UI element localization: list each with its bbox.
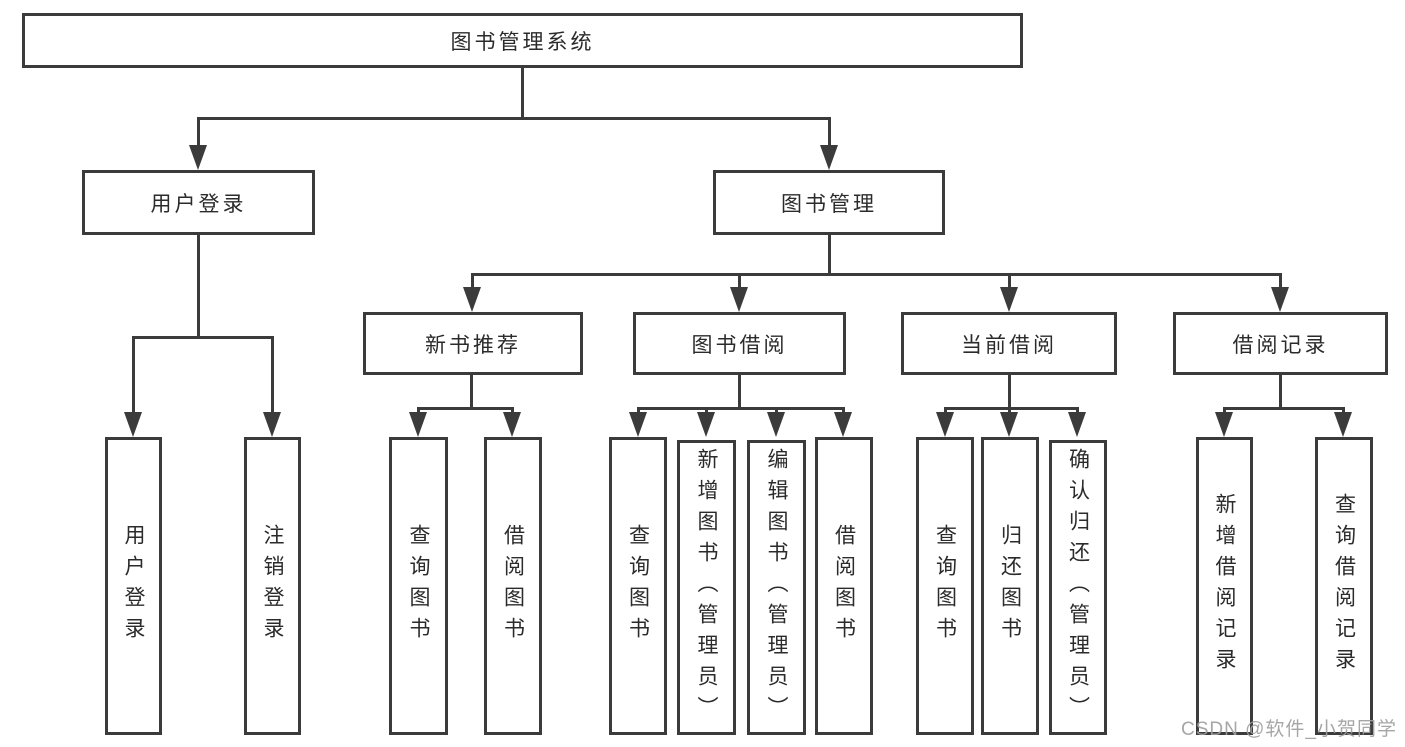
arrow-down-icon bbox=[629, 412, 647, 437]
leaf-label: 查询图书 bbox=[933, 524, 957, 648]
leaf-add-borrow-record: 新增借阅记录 bbox=[1196, 437, 1253, 735]
leaf-label: 归还图书 bbox=[998, 524, 1022, 648]
connector-to-current-borrow bbox=[1008, 273, 1011, 289]
connector-leaf bbox=[1342, 407, 1345, 415]
arrow-down-icon bbox=[503, 412, 521, 437]
node-library-management-system: 图书管理系统 bbox=[22, 13, 1023, 68]
connector-root-stem bbox=[521, 68, 524, 120]
connector-new-book-stem bbox=[470, 375, 473, 410]
arrow-down-icon bbox=[1000, 412, 1018, 437]
node-current-borrowing: 当前借阅 bbox=[901, 312, 1117, 375]
arrow-down-icon bbox=[767, 412, 785, 437]
connector-to-borrow-records bbox=[1279, 273, 1282, 289]
connector-to-leaf-user-login bbox=[132, 336, 135, 414]
leaf-label: 新增图书（管理员） bbox=[695, 448, 718, 727]
connector-level3-rail bbox=[471, 273, 1282, 276]
connector-to-new-book bbox=[471, 273, 474, 289]
node-label: 新书推荐 bbox=[425, 333, 521, 357]
connector-borrow-records-rail bbox=[1223, 407, 1345, 410]
leaf-label: 查询借阅记录 bbox=[1332, 493, 1356, 679]
connector-leaf bbox=[417, 407, 420, 415]
arrow-down-icon bbox=[1000, 287, 1018, 312]
leaf-logout: 注销登录 bbox=[244, 437, 301, 735]
connector-leaf bbox=[1008, 407, 1011, 415]
leaf-query-borrow-record: 查询借阅记录 bbox=[1315, 437, 1373, 735]
arrow-down-icon bbox=[697, 412, 715, 437]
leaf-query-books-current: 查询图书 bbox=[916, 437, 974, 735]
arrow-down-icon bbox=[730, 287, 748, 312]
connector-to-leaf-logout bbox=[271, 336, 274, 414]
leaf-edit-book-admin: 编辑图书（管理员） bbox=[747, 440, 806, 735]
connector-leaf bbox=[637, 407, 640, 415]
leaf-query-books-newbook: 查询图书 bbox=[389, 437, 448, 735]
connector-leaf bbox=[944, 407, 947, 415]
node-borrowing-records: 借阅记录 bbox=[1173, 312, 1388, 375]
arrow-down-icon bbox=[124, 412, 142, 437]
leaf-add-book-admin: 新增图书（管理员） bbox=[677, 440, 736, 735]
arrow-down-icon bbox=[1068, 412, 1086, 437]
node-book-management: 图书管理 bbox=[713, 170, 945, 235]
leaf-label: 借阅图书 bbox=[501, 524, 525, 648]
arrow-down-icon bbox=[936, 412, 954, 437]
connector-leaf bbox=[842, 407, 845, 415]
connector-to-book-management bbox=[828, 117, 831, 147]
leaf-confirm-return-admin: 确认归还（管理员） bbox=[1049, 440, 1107, 735]
leaf-label: 编辑图书（管理员） bbox=[765, 448, 788, 727]
connector-user-login-stem bbox=[197, 235, 200, 339]
arrow-down-icon bbox=[263, 412, 281, 437]
leaf-label: 查询图书 bbox=[407, 524, 430, 648]
leaf-borrow-books-borrow: 借阅图书 bbox=[815, 437, 873, 735]
connector-leaf bbox=[511, 407, 514, 415]
node-label: 借阅记录 bbox=[1232, 333, 1329, 357]
arrow-down-icon bbox=[189, 145, 207, 170]
node-label: 图书管理 bbox=[781, 192, 877, 216]
csdn-watermark: CSDN @软件_小贺同学 bbox=[1181, 719, 1397, 740]
connector-book-borrow-stem bbox=[738, 375, 741, 410]
connector-leaf bbox=[1076, 407, 1079, 415]
arrow-down-icon bbox=[834, 412, 852, 437]
connector-book-borrow-rail bbox=[637, 407, 845, 410]
connector-leaf bbox=[775, 407, 778, 415]
node-user-login: 用户登录 bbox=[82, 170, 315, 235]
leaf-label: 确认归还（管理员） bbox=[1066, 448, 1090, 727]
arrow-down-icon bbox=[1215, 412, 1233, 437]
node-label: 图书借阅 bbox=[691, 333, 788, 357]
node-label: 当前借阅 bbox=[961, 333, 1057, 357]
connector-current-borrow-rail bbox=[944, 407, 1079, 410]
node-label: 图书管理系统 bbox=[450, 30, 595, 54]
connector-borrow-records-stem bbox=[1279, 375, 1282, 410]
leaf-user-login: 用户登录 bbox=[105, 437, 162, 735]
connector-to-user-login bbox=[197, 117, 200, 147]
node-new-book-recommendation: 新书推荐 bbox=[363, 312, 583, 375]
arrow-down-icon bbox=[1271, 287, 1289, 312]
connector-level2-rail bbox=[197, 117, 831, 120]
leaf-query-books-borrow: 查询图书 bbox=[609, 437, 667, 735]
arrow-down-icon bbox=[463, 287, 481, 312]
connector-book-management-stem bbox=[828, 235, 831, 276]
leaf-label: 用户登录 bbox=[122, 524, 145, 648]
leaf-borrow-books-newbook: 借阅图书 bbox=[484, 437, 542, 735]
arrow-down-icon bbox=[1334, 412, 1352, 437]
connector-new-book-rail bbox=[417, 407, 514, 410]
connector-user-login-rail bbox=[132, 336, 274, 339]
connector-leaf bbox=[1223, 407, 1226, 415]
node-book-borrowing: 图书借阅 bbox=[633, 312, 846, 375]
leaf-return-books: 归还图书 bbox=[981, 437, 1039, 735]
leaf-label: 查询图书 bbox=[626, 524, 650, 648]
leaf-label: 借阅图书 bbox=[832, 524, 856, 648]
leaf-label: 注销登录 bbox=[261, 524, 284, 648]
arrow-down-icon bbox=[409, 412, 427, 437]
leaf-label: 新增借阅记录 bbox=[1213, 493, 1236, 679]
arrow-down-icon bbox=[820, 145, 838, 170]
node-label: 用户登录 bbox=[150, 192, 247, 216]
connector-to-book-borrow bbox=[738, 273, 741, 289]
connector-current-borrow-stem bbox=[1008, 375, 1011, 410]
connector-leaf bbox=[705, 407, 708, 415]
